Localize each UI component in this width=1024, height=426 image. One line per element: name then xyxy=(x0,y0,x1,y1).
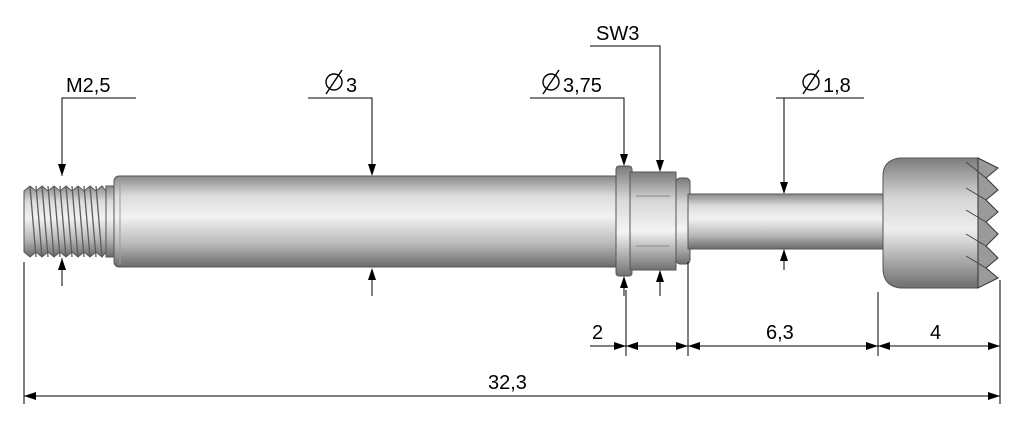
wrench-size-label: SW3 xyxy=(596,23,639,45)
thread-section xyxy=(23,185,117,258)
neck xyxy=(687,193,884,250)
dimension-arrows xyxy=(24,154,1000,400)
neck-diameter-label: 1,8 xyxy=(823,75,851,97)
collar-length-label: 2 xyxy=(592,322,603,344)
thread-label: M2,5 xyxy=(66,75,110,97)
neck-length-label: 6,3 xyxy=(766,322,794,344)
head-length-label: 4 xyxy=(930,322,941,344)
screw-part xyxy=(23,157,999,289)
main-shaft xyxy=(113,175,621,268)
total-length-label: 32,3 xyxy=(488,372,527,394)
diameter-symbol-icon xyxy=(542,69,560,95)
dimension-lines xyxy=(23,45,1001,404)
collar-diameter-label: 3,75 xyxy=(563,75,602,97)
diameter-symbol-icon xyxy=(325,69,343,95)
diameter-symbol-icon xyxy=(802,69,820,95)
hex-section xyxy=(629,171,691,271)
serrated-head xyxy=(882,157,999,289)
shaft-diameter-label: 3 xyxy=(346,75,357,97)
